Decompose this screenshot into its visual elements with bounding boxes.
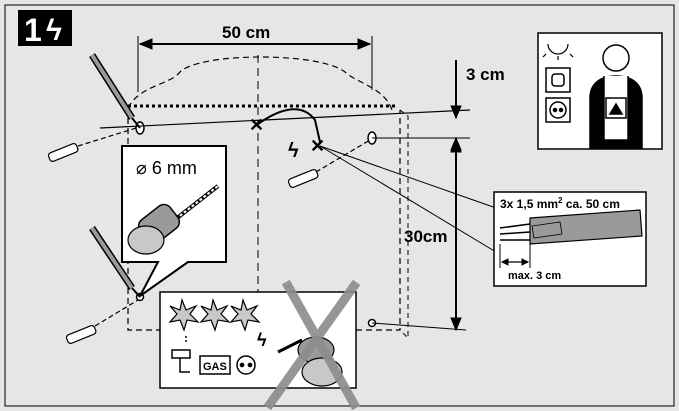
hazard-panel: GAS ϟ <box>159 279 361 411</box>
gas-sign: GAS <box>199 355 231 375</box>
screwdriver-icon <box>89 53 141 129</box>
switch-icon <box>545 67 571 93</box>
electric-bolt-icon: ϟ <box>288 140 299 162</box>
socket-icon <box>545 97 571 123</box>
strip-length-label: max. 3 cm <box>508 270 561 282</box>
socket-icon <box>236 355 256 375</box>
frame-border <box>4 4 675 407</box>
wall-plug-icon <box>65 299 139 344</box>
prohibited-cross <box>263 279 361 411</box>
cable-callout: 3x 1,5 mm2 ca. 50 cm max. 3 cm <box>493 191 647 287</box>
top-hole-line <box>99 109 471 129</box>
lightning-step-icon: ϟ <box>46 14 62 47</box>
drill-bit-size: ⌀ 6 mm <box>136 158 197 178</box>
electrician-icon <box>589 44 643 149</box>
offset-label: 3 cm <box>466 65 505 84</box>
width-dimension <box>137 36 373 92</box>
wall-plug-icon <box>287 139 371 188</box>
wall-plug-icon <box>47 127 137 162</box>
cable-icon <box>499 209 643 245</box>
cable-route <box>257 108 321 143</box>
gas-label: GAS <box>203 361 227 373</box>
cable-spec: 3x 1,5 mm2 ca. 50 cm <box>500 196 620 211</box>
width-label: 50 cm <box>222 23 270 42</box>
height-label: 30cm <box>404 227 447 246</box>
electric-bolt-icon: ϟ <box>257 330 267 350</box>
step-badge: 1 ϟ <box>18 10 72 48</box>
cross-mark-center: ✕ <box>249 115 264 135</box>
drill-icon <box>127 184 220 255</box>
screwdriver-icon <box>89 226 141 298</box>
drill-callout: ⌀ 6 mm <box>121 145 227 297</box>
cable-callout-pointer <box>319 145 497 253</box>
water-tap-icon <box>171 336 191 373</box>
height-dimension <box>371 138 467 332</box>
step-number: 1 <box>24 12 42 48</box>
light-bulb-icon <box>542 43 574 60</box>
spark-icon <box>168 297 261 332</box>
electrician-panel <box>537 32 663 150</box>
cable-outlet-mark: ✕ <box>310 136 325 156</box>
strip-length-dimension <box>499 244 531 268</box>
